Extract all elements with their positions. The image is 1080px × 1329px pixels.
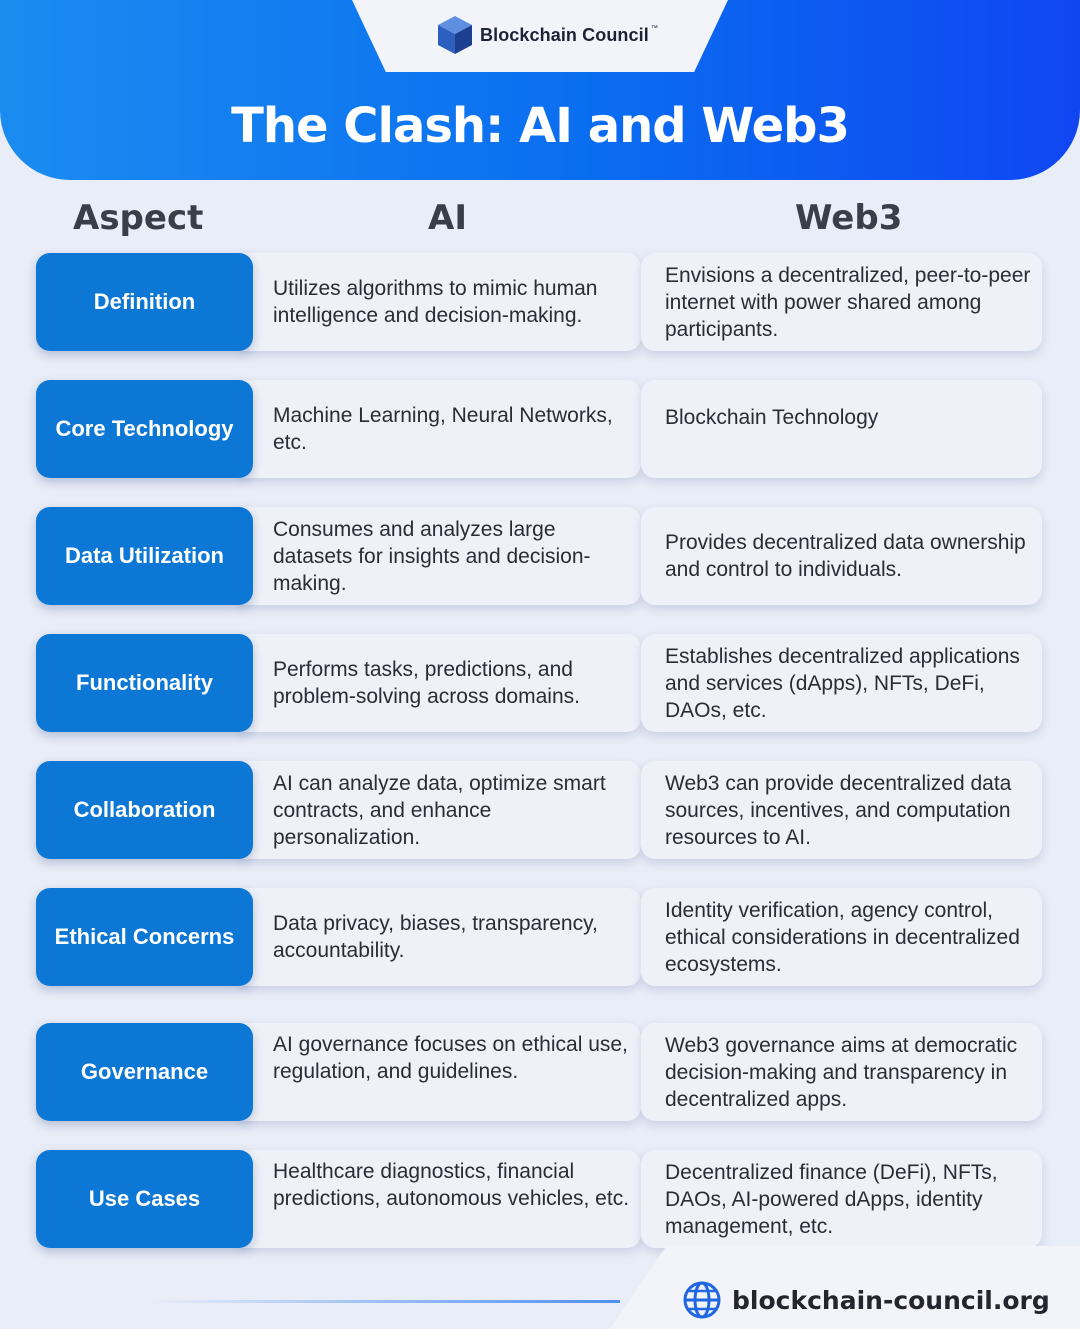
aspect-cell: Ethical Concerns	[36, 888, 253, 986]
brand-name: Blockchain Council	[480, 24, 649, 45]
table-row: Governance AI governance focuses on ethi…	[36, 1023, 1042, 1121]
ai-cell: Performs tasks, predictions, and problem…	[241, 634, 641, 732]
page-title: The Clash: AI and Web3	[231, 98, 850, 154]
web3-cell: Envisions a decentralized, peer-to-peer …	[641, 253, 1042, 351]
brand-logo[interactable]: Blockchain Council ™	[436, 14, 658, 56]
web3-cell: Blockchain Technology	[641, 380, 1042, 478]
table-row: Definition Utilizes algorithms to mimic …	[36, 253, 1042, 351]
column-header-aspect: Aspect	[73, 198, 204, 238]
aspect-cell: Collaboration	[36, 761, 253, 859]
web3-cell: Identity verification, agency control, e…	[641, 888, 1042, 986]
ai-cell: Machine Learning, Neural Networks, etc.	[241, 380, 641, 478]
ai-cell: Healthcare diagnostics, financial predic…	[241, 1150, 641, 1248]
ai-cell: AI governance focuses on ethical use, re…	[241, 1023, 641, 1121]
column-header-web3: Web3	[795, 198, 903, 238]
web3-cell: Establishes decentralized applications a…	[641, 634, 1042, 732]
trademark-mark: ™	[650, 24, 658, 32]
ai-cell: Utilizes algorithms to mimic human intel…	[241, 253, 641, 351]
ai-cell: Data privacy, biases, transparency, acco…	[241, 888, 641, 986]
column-header-ai: AI	[428, 198, 467, 238]
globe-icon	[683, 1281, 721, 1319]
table-row: Core Technology Machine Learning, Neural…	[36, 380, 1042, 478]
table-row: Collaboration AI can analyze data, optim…	[36, 761, 1042, 859]
aspect-cell: Governance	[36, 1023, 253, 1121]
footer-link[interactable]: blockchain-council.org	[682, 1280, 1050, 1320]
aspect-cell: Data Utilization	[36, 507, 253, 605]
cube-logo-icon	[438, 16, 472, 54]
table-row: Ethical Concerns Data privacy, biases, t…	[36, 888, 1042, 986]
web3-cell: Web3 can provide decentralized data sour…	[641, 761, 1042, 859]
footer-url: blockchain-council.org	[732, 1285, 1050, 1315]
aspect-cell: Definition	[36, 253, 253, 351]
table-row: Use Cases Healthcare diagnostics, financ…	[36, 1150, 1042, 1248]
table-row: Functionality Performs tasks, prediction…	[36, 634, 1042, 732]
aspect-cell: Core Technology	[36, 380, 253, 478]
web3-cell: Provides decentralized data ownership an…	[641, 507, 1042, 605]
table-row: Data Utilization Consumes and analyzes l…	[36, 507, 1042, 605]
web3-cell: Decentralized finance (DeFi), NFTs, DAOs…	[641, 1150, 1042, 1248]
ai-cell: AI can analyze data, optimize smart cont…	[241, 761, 641, 859]
footer-tab	[610, 1246, 1080, 1329]
ai-cell: Consumes and analyzes large datasets for…	[241, 507, 641, 605]
logo-tab	[352, 0, 728, 72]
web3-cell: Web3 governance aims at democratic decis…	[641, 1023, 1042, 1121]
aspect-cell: Functionality	[36, 634, 253, 732]
aspect-cell: Use Cases	[36, 1150, 253, 1248]
footer-divider	[150, 1300, 620, 1303]
